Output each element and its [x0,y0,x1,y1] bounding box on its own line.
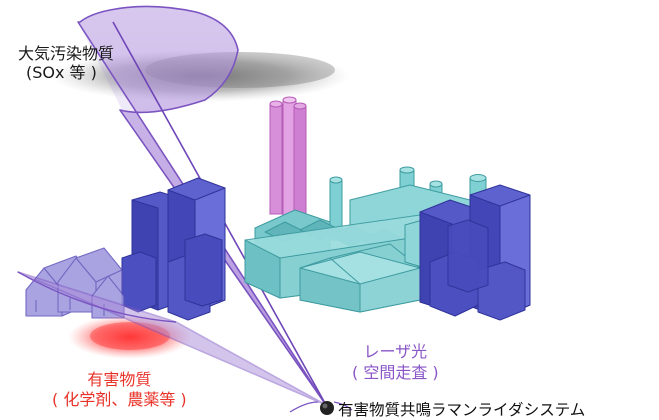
air-pollutant-label: 大気汚染物質 (SOx 等 ) [18,44,115,82]
scan-arc [289,401,353,413]
laser-label: レーザ光 ( 空間走査 ) [352,342,439,382]
buildings-right [419,184,531,321]
system-name-label: 有害物質共鳴ラマンライダシステム [338,401,586,419]
buildings-left [121,177,226,321]
pink-chimneys [269,96,307,219]
laser-beam-ground [17,271,327,406]
lidar-device [320,401,334,415]
hazardous-label: 有害物質 ( 化学剤、農薬等 ) [52,370,187,409]
